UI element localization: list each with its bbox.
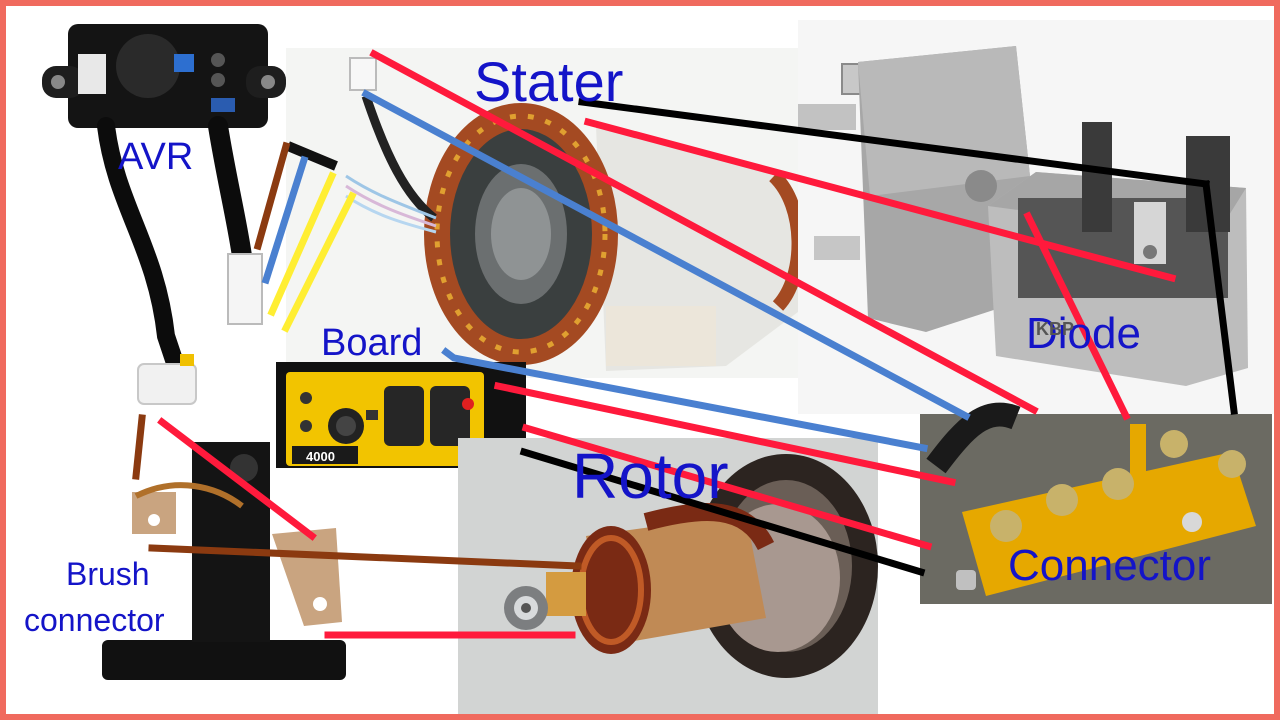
stator-coil-icon [286, 48, 806, 378]
yellow-wire [281, 191, 357, 333]
rotor-label: Rotor [572, 440, 729, 512]
brown-wire [132, 414, 146, 480]
blue-wire [441, 347, 929, 453]
avr-label: AVR [118, 136, 194, 178]
generator-control-panel-icon [276, 362, 526, 468]
red-wire [583, 117, 1177, 283]
rotor-armature-icon [458, 438, 878, 714]
red-wire [369, 49, 1039, 415]
diagram-canvas [42, 20, 1274, 714]
terminal-block-icon [920, 402, 1272, 604]
diode-label: Diode [1026, 309, 1141, 358]
diode-marking-text: KBP [1036, 319, 1075, 339]
red-wire [1023, 211, 1131, 421]
blue-wire [261, 155, 309, 285]
black-wire [578, 98, 1210, 188]
black-wire [1202, 180, 1238, 415]
brush-connector-label-line1: Brush [66, 556, 150, 592]
brown-wire [253, 141, 291, 251]
yellow-wire [267, 171, 337, 317]
wiring-lines [132, 49, 1238, 639]
black-wire [519, 447, 926, 577]
brush-connector-label-line2: connector [24, 602, 165, 638]
red-wire [493, 381, 957, 487]
board-label: Board [321, 322, 423, 364]
red-wire [521, 423, 933, 551]
panel-rating-text: 4000 [306, 449, 335, 464]
brown-wire [148, 544, 582, 570]
connector-label: Connector [1008, 541, 1212, 590]
bridge-rectifier-icon [798, 20, 1274, 414]
stator-label: Stater [474, 50, 624, 113]
blue-wire [361, 89, 971, 421]
avr-module-icon [42, 24, 286, 405]
red-wire [157, 417, 317, 541]
